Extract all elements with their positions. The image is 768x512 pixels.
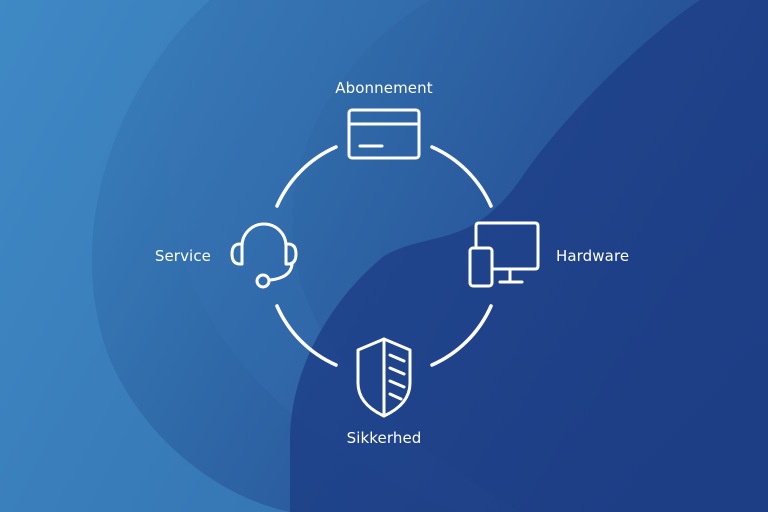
node-label-service: Service (154, 247, 211, 265)
shield-icon (356, 337, 412, 418)
payment-card-icon (347, 108, 421, 160)
node-label-sikkerhed: Sikkerhed (346, 429, 422, 447)
node-label-hardware: Hardware (556, 247, 630, 265)
devices-icon (468, 221, 540, 288)
background-left-panel (0, 0, 290, 512)
background-ribbon (168, 0, 520, 512)
connector-ring (275, 145, 493, 367)
connector-arc-top-left (275, 145, 338, 208)
connector-arc-top-right (430, 145, 493, 208)
headset-icon (230, 222, 298, 289)
connector-arc-bottom-right (430, 304, 493, 367)
connector-arc-bottom-left (275, 304, 338, 367)
node-label-abonnement: Abonnement (335, 79, 433, 97)
